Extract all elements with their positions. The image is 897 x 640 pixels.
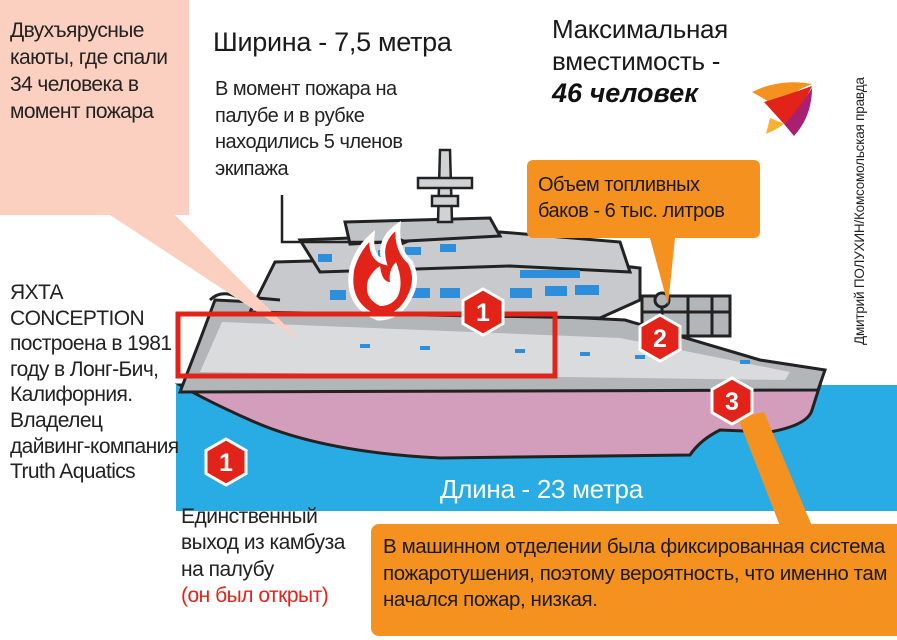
marker-4-label: 1 <box>219 449 233 477</box>
capacity-value: 46 человек <box>552 78 698 108</box>
engine-callout: В машинном отделении была фиксированная … <box>371 524 897 636</box>
marker-3: 3 <box>710 376 754 426</box>
exit-note: Единственный выход из камбуза на палубу <box>181 505 345 581</box>
fire-icon <box>348 220 417 321</box>
fuel-callout: Объем топливных баков - 6 тыс. литров <box>527 160 760 238</box>
cabins-note: Двухъярусные каюты, где спали 34 человек… <box>10 19 168 123</box>
length-label: Длина - 23 метра <box>440 474 643 504</box>
width-label: Ширина - 7,5 метра <box>213 27 452 57</box>
fuel-note: Объем топливных баков - 6 тыс. литров <box>538 174 725 222</box>
marker-2: 2 <box>638 313 682 363</box>
engine-note: В машинном отделении была фиксированная … <box>383 535 888 612</box>
hull-underwater <box>174 383 823 460</box>
fuel-pointer <box>650 238 675 305</box>
marker-3-label: 3 <box>725 388 739 416</box>
marker-1-label: 1 <box>476 299 490 327</box>
cabins-highlight <box>175 311 558 379</box>
mast-arm <box>416 176 474 190</box>
capacity-label: Максимальная вместимость - <box>552 14 728 76</box>
marker-1: 1 <box>461 287 505 337</box>
photo-credit: Дмитрий ПОЛУХИН/Комсомольская правда <box>852 77 867 345</box>
bird-logo-icon <box>752 82 812 136</box>
windows <box>318 244 750 364</box>
marker-1-exit: 1 <box>204 437 248 487</box>
cabins-callout: Двухъярусные каюты, где спали 34 человек… <box>0 0 189 215</box>
mast-top <box>430 194 460 208</box>
hull-stripe <box>200 322 790 380</box>
cabins-pointer <box>110 215 300 340</box>
yacht-info: ЯХТА CONCEPTION построена в 1981 году в … <box>10 281 179 484</box>
crew-pointer <box>280 195 395 244</box>
engine-pointer <box>738 412 812 526</box>
marker-2-label: 2 <box>653 325 667 353</box>
exit-status: (он был открыт) <box>181 583 329 607</box>
exit-note-block: Единственный выход из камбуза на палубу … <box>181 504 371 609</box>
crew-note: В момент пожара на палубе и в рубке нахо… <box>215 78 403 180</box>
